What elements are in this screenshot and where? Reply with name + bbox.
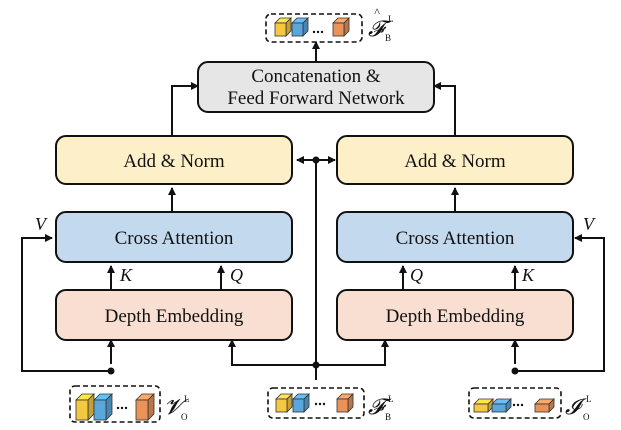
output-symbol-sup: L xyxy=(388,14,394,24)
token-group-input-center-cube-2 xyxy=(292,393,310,413)
cross-attention-left-box: Cross Attention xyxy=(55,211,293,263)
depth-embedding-left-box: Depth Embedding xyxy=(55,289,293,341)
output-symbol: 𝓕 ^ B L xyxy=(368,5,394,43)
token-group-input-left xyxy=(69,385,161,423)
token-group-input-right xyxy=(468,387,562,419)
junction-dots xyxy=(107,156,519,375)
input-left-symbol: 𝓥 O L xyxy=(164,394,190,422)
depth-embedding-right-label: Depth Embedding xyxy=(386,306,525,327)
add-norm-right-box: Add & Norm xyxy=(336,135,574,185)
cross-attention-right-box: Cross Attention xyxy=(336,211,574,263)
cross-attention-right-label: Cross Attention xyxy=(396,228,515,249)
input-center-symbol-sup: L xyxy=(388,394,394,404)
input-right-symbol: 𝓘 O L xyxy=(565,394,592,422)
token-group-output-cube-1 xyxy=(274,17,292,37)
depth-embedding-left-label: Depth Embedding xyxy=(105,306,244,327)
v-label-right: V xyxy=(583,214,596,234)
token-group-input-center-ellipsis xyxy=(314,402,326,406)
output-symbol-hat: ^ xyxy=(374,5,380,19)
k-label-left: K xyxy=(119,265,133,285)
q-label-left: Q xyxy=(230,265,243,285)
token-group-input-right-frame xyxy=(468,387,562,419)
token-group-input-left-ellipsis xyxy=(116,406,128,410)
input-center-symbol-sub: B xyxy=(385,412,391,422)
add-norm-right-label: Add & Norm xyxy=(404,151,506,172)
input-right-symbol-sub: O xyxy=(583,412,590,422)
token-group-input-center-cube-3 xyxy=(336,393,354,413)
concat-ffn-box: Concatenation & Feed Forward Network xyxy=(197,61,435,113)
input-center-symbol: 𝓕 B L xyxy=(368,394,394,422)
cross-attention-left-label: Cross Attention xyxy=(115,228,234,249)
depth-embedding-right-box: Depth Embedding xyxy=(336,289,574,341)
concat-label-line2: Feed Forward Network xyxy=(227,88,405,109)
input-right-symbol-sup: L xyxy=(586,394,592,404)
token-group-input-left-cube-3 xyxy=(135,393,155,421)
token-group-output-cube-2 xyxy=(291,17,309,37)
token-group-input-center-cube-1 xyxy=(275,393,293,413)
concat-label-line1: Concatenation & xyxy=(251,66,380,87)
token-group-input-left-cube-2 xyxy=(93,393,113,421)
v-label-left: V xyxy=(35,214,48,234)
q-label-right: Q xyxy=(410,265,423,285)
token-group-input-right-cube-2 xyxy=(491,398,512,413)
output-symbol-sub: B xyxy=(385,33,391,43)
add-norm-left-label: Add & Norm xyxy=(123,151,225,172)
add-norm-left-box: Add & Norm xyxy=(55,135,293,185)
token-group-input-left-frame xyxy=(69,385,161,423)
token-group-input-left-cube-1 xyxy=(75,393,95,421)
k-label-right: K xyxy=(521,265,535,285)
token-group-input-center-frame xyxy=(267,387,365,419)
token-group-input-right-cube-3 xyxy=(534,398,555,413)
token-group-output-cube-3 xyxy=(332,17,350,37)
token-group-output-ellipsis xyxy=(312,30,324,34)
token-group-input-center xyxy=(267,387,365,419)
input-left-symbol-sup: L xyxy=(184,394,190,404)
input-left-symbol-sub: O xyxy=(181,412,188,422)
token-groups xyxy=(69,13,562,423)
token-group-input-right-cube-1 xyxy=(473,398,494,413)
token-group-input-right-ellipsis xyxy=(512,403,524,407)
token-group-output-frame xyxy=(265,13,363,43)
token-group-output xyxy=(265,13,363,43)
connectors xyxy=(21,41,605,380)
